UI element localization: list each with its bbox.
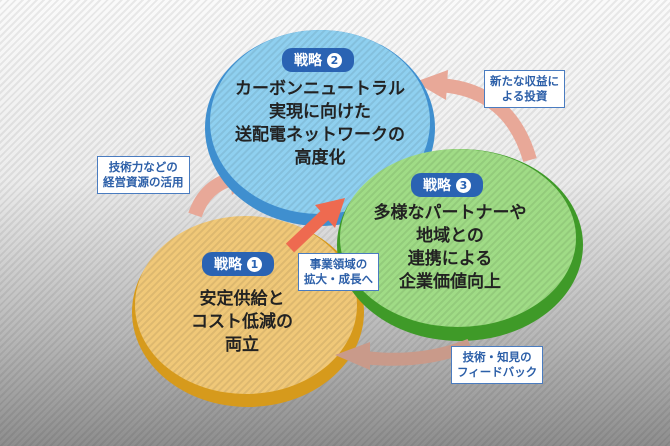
strategy-2-text: カーボンニュートラル 実現に向けた 送配電ネットワークの 高度化 [235,78,405,170]
text-line: 連携による [407,249,493,269]
badge-label: 戦略 [294,53,322,69]
text-line: カーボンニュートラル [235,79,405,99]
text-line: 高度化 [294,148,346,168]
number-icon: 1 [247,257,262,272]
arrow-expansion [285,198,345,253]
badge-label: 戦略 [423,178,451,194]
callout-line: 新たな収益に [490,74,559,88]
callout-expansion: 事業領域の 拡大・成長へ [298,253,379,291]
callout-line: 事業領域の [309,257,368,271]
strategy-3-text: 多様なパートナーや 地域との 連携による 企業価値向上 [374,202,527,294]
text-line: 安定供給と [199,289,285,309]
text-line: 地域との [416,226,484,246]
strategy-2-badge: 戦略 2 [282,48,354,72]
number-icon: 2 [327,53,342,68]
callout-line: 技術力などの [108,160,178,174]
callout-line: フィードバック [457,365,538,379]
strategy-1-badge: 戦略 1 [202,252,274,276]
callout-line: 技術・知見の [462,350,532,364]
text-line: 企業価値向上 [399,272,501,292]
callout-investment: 新たな収益に よる投資 [484,70,565,108]
strategy-3-badge: 戦略 3 [411,173,483,197]
callout-line: 拡大・成長へ [304,272,373,286]
text-line: 両立 [225,335,259,355]
callout-line: 経営資源の活用 [103,175,184,189]
text-line: 送配電ネットワークの [235,125,405,145]
text-line: コスト低減の [191,312,293,332]
strategy-1-text: 安定供給と コスト低減の 両立 [191,288,293,357]
text-line: 実現に向けた [269,102,371,122]
callout-resources: 技術力などの 経営資源の活用 [97,156,190,194]
callout-line: よる投資 [501,89,548,103]
number-icon: 3 [456,178,471,193]
text-line: 多様なパートナーや [373,203,527,223]
callout-feedback: 技術・知見の フィードバック [451,346,544,384]
badge-label: 戦略 [214,257,242,273]
